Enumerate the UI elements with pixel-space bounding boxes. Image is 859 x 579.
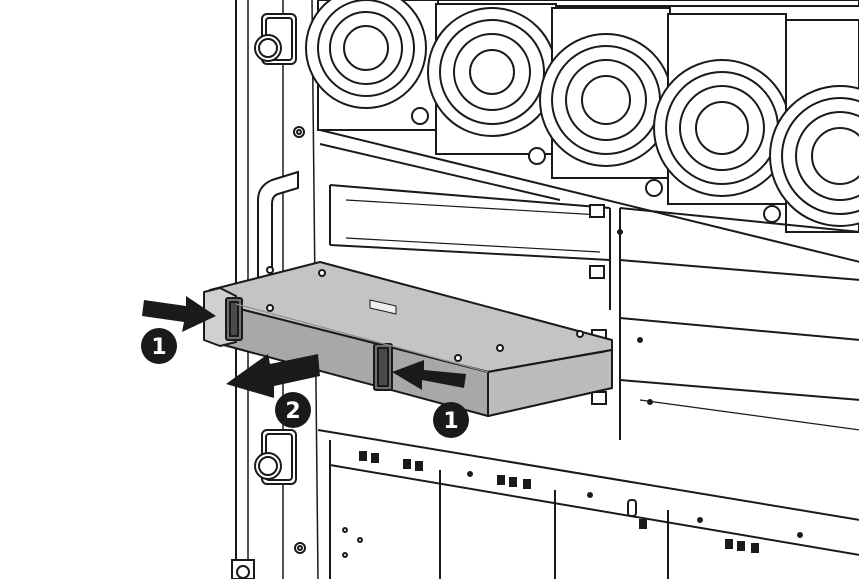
- callout-badge-icon: [275, 392, 311, 428]
- thumbscrew-top: [254, 13, 297, 65]
- fan-row: [305, 0, 859, 233]
- fan-3: [539, 7, 673, 197]
- pull-arrow: [226, 354, 320, 398]
- push-arrow-left: [142, 296, 216, 332]
- callout-label: 1: [151, 335, 166, 360]
- arrow-icon: [392, 360, 466, 390]
- lower-chassis: [317, 429, 859, 579]
- callout-badge-icon: [433, 402, 469, 438]
- fan-1: [305, 0, 439, 131]
- module-label: [369, 299, 397, 315]
- arrow-icon: [142, 296, 216, 332]
- callout-badge-icon: [141, 328, 177, 364]
- callout-step-1-left: 1: [141, 328, 177, 364]
- push-arrow-right: [392, 360, 466, 390]
- callout-label: 1: [443, 409, 458, 434]
- thumbscrew-bottom: [231, 429, 297, 579]
- callout-step-1-right: 1: [433, 402, 469, 438]
- bay-shelves: [319, 129, 859, 440]
- fan-4: [653, 13, 791, 223]
- callout-label: 2: [285, 399, 300, 424]
- callout-step-2: 2: [275, 392, 311, 428]
- fan-2: [427, 3, 557, 165]
- arrow-icon: [226, 354, 320, 398]
- fan-5: [769, 19, 859, 233]
